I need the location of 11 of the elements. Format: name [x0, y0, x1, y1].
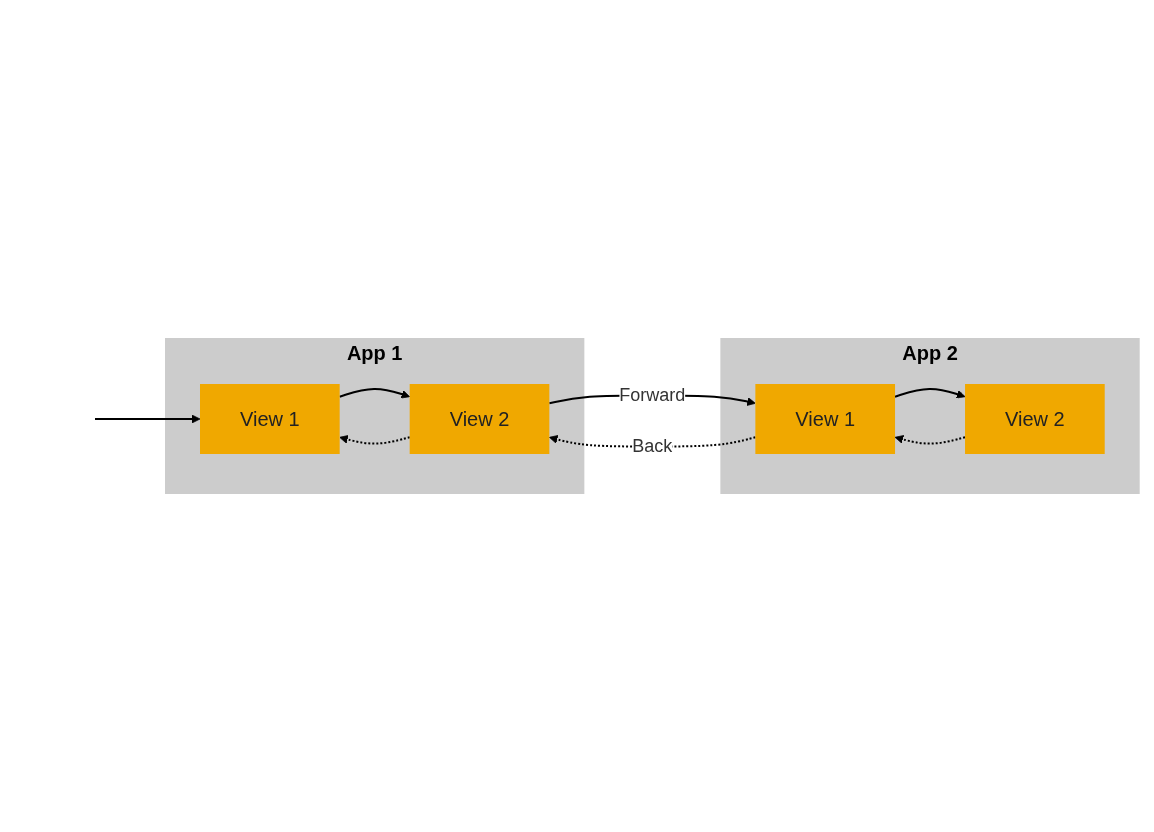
arrow: [893, 388, 966, 399]
arrow: [338, 388, 410, 399]
node-box: View 2: [964, 384, 1105, 454]
arrow: [894, 435, 966, 445]
node-box: View 1: [199, 384, 340, 454]
node-box: View 2: [409, 384, 549, 454]
edge-label: Back: [631, 436, 673, 456]
node-box: View 1: [755, 384, 895, 454]
arrow: [93, 414, 201, 424]
arrow: [338, 435, 411, 445]
edge-label: Forward: [618, 385, 685, 405]
